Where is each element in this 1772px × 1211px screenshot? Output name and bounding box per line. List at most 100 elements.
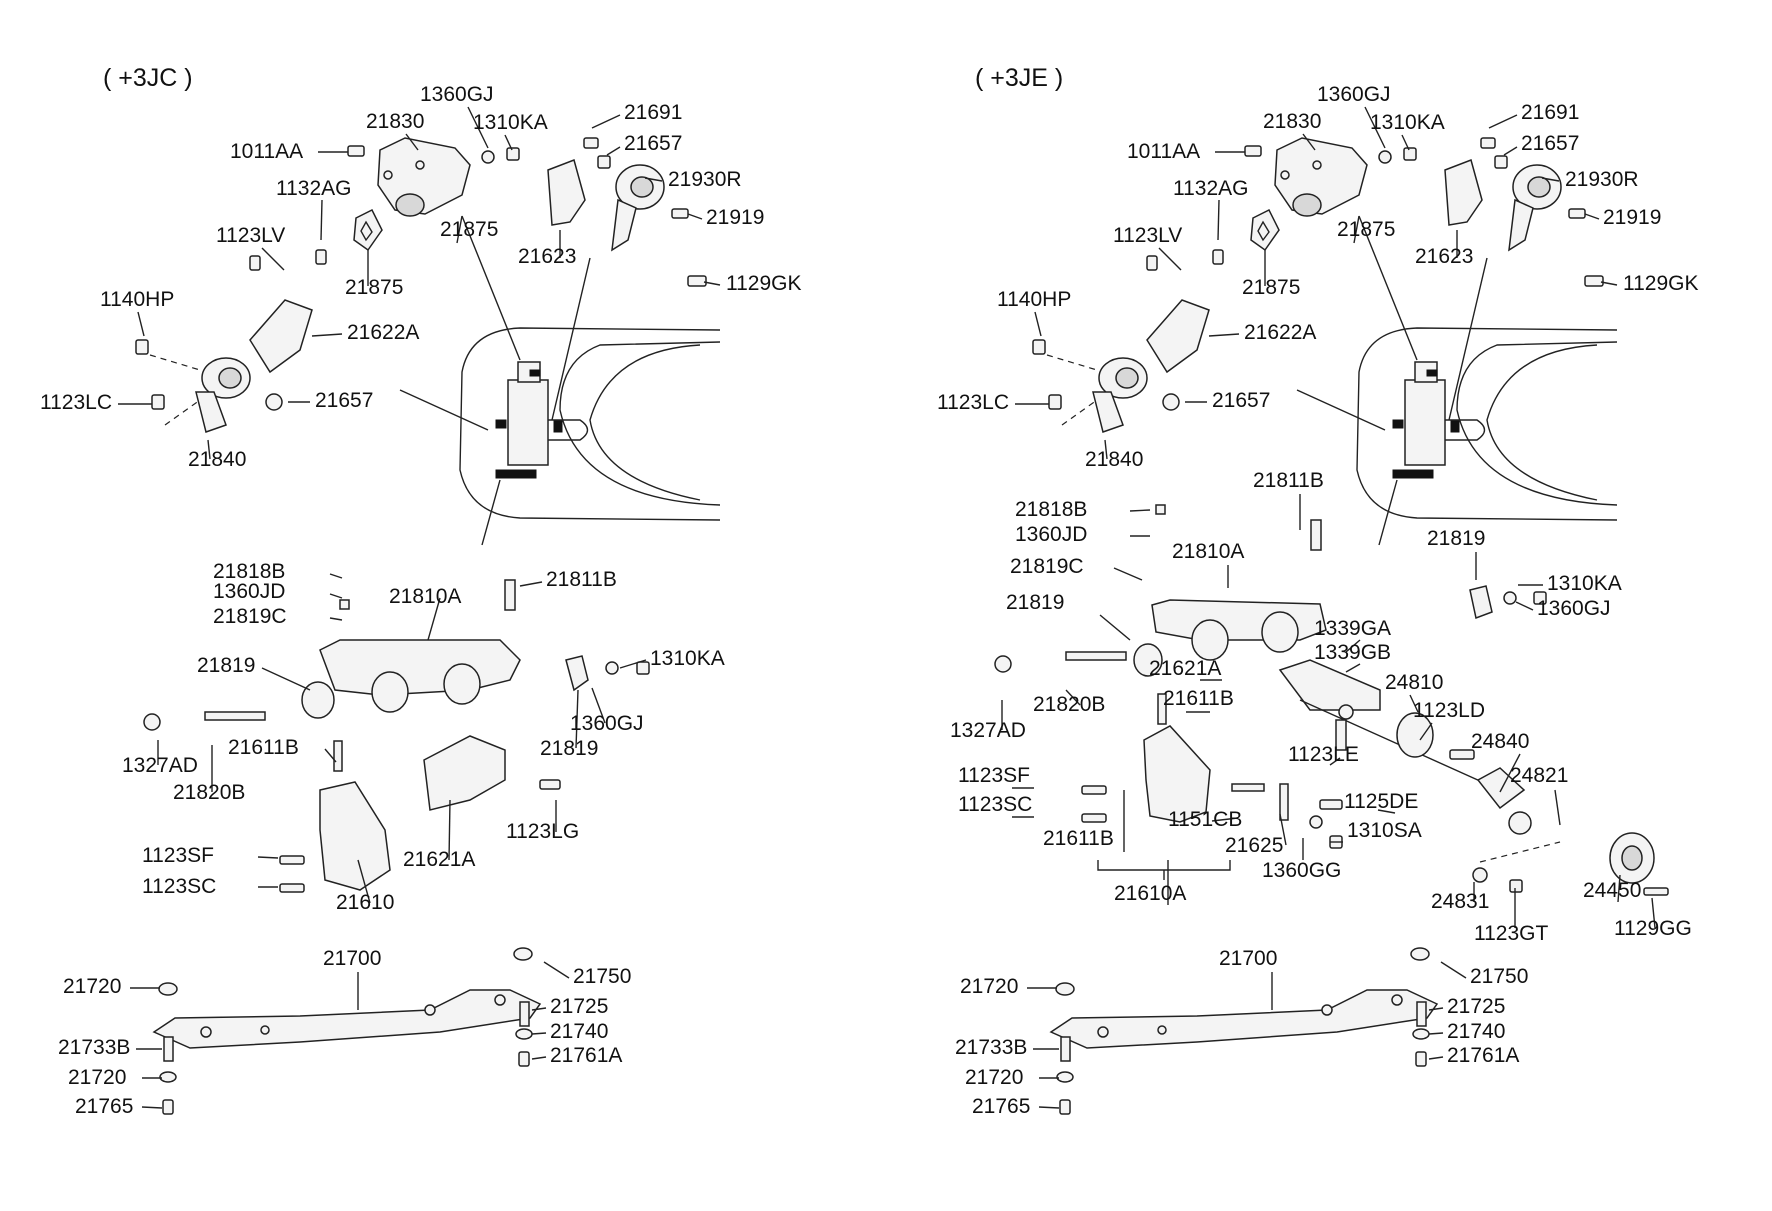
part-label: 21733B <box>58 1036 130 1059</box>
part-label: 21622A <box>1244 321 1316 344</box>
part-label: 21733B <box>955 1036 1027 1059</box>
bushing-right <box>1261 611 1299 653</box>
part-label: 1360GJ <box>420 83 494 106</box>
bolt-1123lv <box>1146 255 1158 271</box>
part-label: 1327AD <box>950 719 1026 742</box>
plate-slot <box>1257 220 1270 242</box>
crossmember-21700 <box>1049 989 1439 1049</box>
part-label: 21621A <box>403 848 475 871</box>
crossmember-hole <box>260 1025 270 1035</box>
part-label: 1011AA <box>1127 140 1200 163</box>
part-label: 21720 <box>960 975 1018 998</box>
part-label: 21700 <box>323 947 381 970</box>
part-label: 1129GG <box>1614 917 1692 940</box>
part-label: 21750 <box>1470 965 1528 988</box>
nut-21657 <box>1494 155 1508 169</box>
leader-line <box>320 199 323 241</box>
bolt-hole <box>383 170 393 180</box>
washer-24821 <box>1508 811 1532 835</box>
bolt-21765 <box>1059 1099 1071 1115</box>
part-label: 1123SF <box>958 764 1030 787</box>
part-label: 21765 <box>972 1095 1030 1118</box>
vehicle-body-outline <box>459 327 721 521</box>
leader-line <box>329 573 343 579</box>
leader-line <box>1208 333 1240 337</box>
part-label: 1360JD <box>1015 523 1087 546</box>
crossmember-hole <box>1097 1026 1109 1038</box>
nut-21720 <box>158 982 178 996</box>
bolt-21820b <box>204 711 266 721</box>
mount-bushing <box>395 193 425 217</box>
leader-line <box>1217 199 1220 241</box>
leader-line <box>1554 789 1561 826</box>
bolt-21761a <box>518 1051 530 1067</box>
leader-line <box>1211 817 1239 822</box>
part-label: 1123LD <box>1413 699 1485 722</box>
part-label: 1360GJ <box>570 712 644 735</box>
leader-line <box>519 581 543 587</box>
part-label: 21919 <box>706 206 764 229</box>
leader-line <box>1104 439 1108 460</box>
leader-line <box>1129 509 1151 512</box>
part-label: 21725 <box>1447 995 1505 1018</box>
part-label: 21930R <box>1565 168 1639 191</box>
pin-21733b <box>1060 1036 1071 1062</box>
part-label: 21740 <box>1447 1020 1505 1043</box>
bracket-21622a <box>249 299 313 374</box>
bolt-hole <box>415 160 425 170</box>
washer-1360gj <box>481 150 495 164</box>
bolt-1129gg <box>1643 887 1669 896</box>
bolt-1129gk <box>687 275 707 287</box>
leader-line <box>1541 177 1560 182</box>
mount-core <box>1115 367 1139 389</box>
part-label: 21875 <box>1337 218 1395 241</box>
part-label: 21820B <box>1033 693 1105 716</box>
nut-1327ad <box>994 655 1012 673</box>
leader-line <box>329 593 343 599</box>
part-label: 1310KA <box>473 111 548 134</box>
crossmember-21700 <box>152 989 542 1049</box>
washer-1360gj <box>605 661 619 675</box>
part-label: 1339GB <box>1314 641 1391 664</box>
part-label: 1123LV <box>216 224 285 247</box>
dashed-guide <box>149 354 201 426</box>
engine-block <box>1404 379 1446 466</box>
bushing-left <box>1191 619 1229 661</box>
leader-line <box>329 617 343 621</box>
leader-line <box>591 114 621 129</box>
part-label: 21611B <box>1043 827 1114 850</box>
leader-line <box>504 134 513 151</box>
leader-line <box>1584 213 1600 220</box>
part-label: 21623 <box>518 245 576 268</box>
crossmember-hole <box>1321 1004 1333 1016</box>
bolt-1140hp <box>1032 339 1046 355</box>
part-label: 21840 <box>188 448 246 471</box>
dashed-guide <box>1479 841 1561 863</box>
part-label: 21819 <box>1006 591 1064 614</box>
vehicle-body-outline <box>1356 327 1618 521</box>
part-label: 21720 <box>68 1066 126 1089</box>
washer-21819-right <box>1469 585 1493 620</box>
crossmember-hole <box>1391 994 1403 1006</box>
plate-slot <box>360 220 373 242</box>
mount-marker-top <box>1426 369 1438 377</box>
nut-21720b <box>1056 1071 1074 1083</box>
arm-21621a <box>1278 659 1381 711</box>
pin-21725 <box>1416 1001 1427 1027</box>
leader-line <box>1353 215 1360 244</box>
leader-line <box>575 689 579 749</box>
leader-line <box>1345 663 1361 673</box>
part-label: 1129GK <box>1623 272 1699 295</box>
nut-21657 <box>1162 393 1180 411</box>
part-label: 21811B <box>1253 469 1324 492</box>
nut-21720b <box>159 1071 177 1083</box>
part-label: 21819 <box>1427 527 1485 550</box>
leader-line <box>448 799 451 861</box>
leader-line <box>531 1007 547 1011</box>
nut-21657 <box>265 393 283 411</box>
leader-line <box>1428 1032 1444 1035</box>
bolt-1123sc <box>1081 813 1107 823</box>
engine-block <box>507 379 549 466</box>
part-label: 1360GJ <box>1317 83 1391 106</box>
